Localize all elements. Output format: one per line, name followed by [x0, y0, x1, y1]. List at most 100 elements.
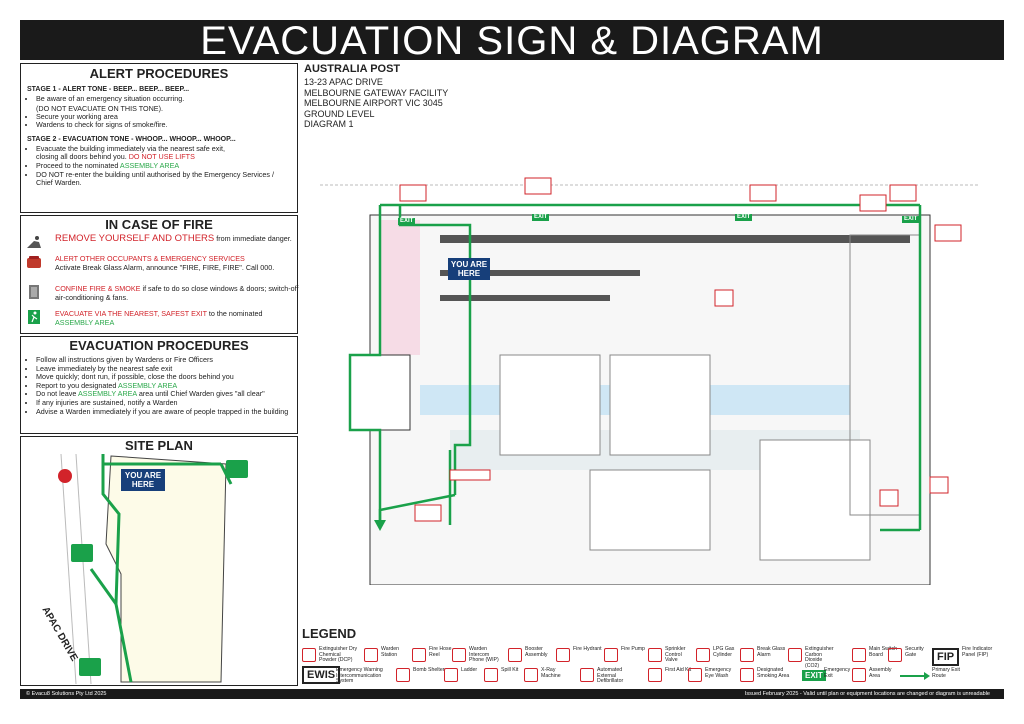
assembly-area-text: ASSEMBLY AREA [117, 380, 178, 390]
issue-note: Issued February 2025 - Valid until plan … [744, 691, 990, 697]
legend-item-icon [412, 648, 426, 662]
list-item: Proceed to the nominated ASSEMBLY AREA [36, 160, 291, 171]
legend-item-label: Emergency Exit [824, 667, 851, 679]
legend-item-label: Automated External Defibrillator [597, 667, 624, 685]
address-line: GROUND LEVEL [304, 108, 375, 119]
legend-item-label: Spill Kit [501, 667, 519, 673]
legend-item-label: Assembly Area [869, 667, 892, 679]
evacuate-text: to the nominated [208, 309, 263, 318]
alert-label: ALERT OTHER OCCUPANTS & EMERGENCY SERVIC… [55, 254, 245, 263]
confine-text: if safe to do so close windows & doors; … [55, 284, 299, 302]
legend-item-label: Bomb Shelter [413, 667, 445, 673]
legend-item-label: Extinguisher Carbon Dioxide (CO2) [805, 646, 834, 669]
ewis-icon: EWIS [302, 666, 341, 684]
in-case-of-fire-panel: IN CASE OF FIRE REMOVE YOURSELF AND OTHE… [20, 215, 299, 334]
legend-item-icon [508, 648, 522, 662]
person-icon [27, 236, 41, 248]
evac-heading: EVACUATION PROCEDURES [69, 338, 249, 353]
legend-item-icon [452, 648, 466, 662]
list-item: Do not leave ASSEMBLY AREA area until Ch… [36, 390, 291, 399]
stage1-label: STAGE 1 - ALERT TONE - BEEP... BEEP... B… [27, 86, 190, 93]
floor-plan [320, 175, 980, 585]
list-item: Wardens to check for signs of smoke/fire… [36, 121, 291, 130]
exit-sign: EXIT [735, 214, 753, 221]
alert-text: Activate Break Glass Alarm, announce "FI… [55, 262, 275, 272]
fip-icon: FIP [932, 648, 960, 666]
emergency-exit-legend-icon: EXIT [802, 670, 826, 681]
legend-item-icon [648, 648, 662, 662]
site-plan-map [21, 454, 297, 684]
stage1-list: Be aware of an emergency situation occur… [27, 94, 291, 130]
legend-item-label: Fire Indicator Panel (FIP) [962, 646, 993, 658]
list-text: area until Chief Warden gives "all clear… [138, 389, 265, 399]
list-item: Advise a Warden immediately if you are a… [36, 407, 291, 417]
exit-running-man-icon [28, 310, 40, 324]
site-plan-panel: SITE PLAN YOU ARE HERE APAC DRIVE [20, 436, 298, 686]
list-item: Report to you designated ASSEMBLY AREA [36, 380, 291, 391]
legend-item-label: Security Gate [905, 646, 924, 658]
list-item: Be aware of an emergency situation occur… [36, 94, 291, 104]
alert-heading: ALERT PROCEDURES [89, 66, 229, 81]
legend-item-icon [852, 648, 866, 662]
address-line: MELBOURNE GATEWAY FACILITY [304, 87, 449, 98]
legend-item-label: Sprinkler Control Valve [665, 646, 686, 664]
legend-item-label: Break Glass Alarm [757, 646, 786, 658]
legend-heading: LEGEND [302, 626, 357, 641]
list-text: Evacuate the building immediately via th… [36, 143, 225, 153]
legend-item-icon [524, 668, 538, 682]
legend-item-label: Primary Exit Route [932, 667, 960, 679]
list-item: Follow all instructions given by Wardens… [36, 355, 291, 365]
legend-item-label: Booster Assembly [525, 646, 548, 658]
legend-item-label: Fire Pump [621, 646, 645, 652]
address-line: DIAGRAM 1 [304, 119, 354, 129]
legend-item-icon [740, 648, 754, 662]
legend-item-icon [852, 668, 866, 682]
legend-item-icon [484, 668, 498, 682]
remove-label: REMOVE YOURSELF AND OTHERS [55, 233, 215, 244]
legend-item-label: Fire Hose Reel [429, 646, 452, 658]
address-line: 13-23 APAC DRIVE [304, 77, 383, 87]
legend-item-icon [696, 648, 710, 662]
exit-sign: EXIT [398, 218, 416, 225]
list-text: Proceed to the nominated [36, 160, 119, 170]
list-item: If any injuries are sustained, notify a … [36, 398, 291, 408]
evacuation-procedures-panel: EVACUATION PROCEDURES Follow all instruc… [20, 336, 298, 434]
assembly-area-text: ASSEMBLY AREA [119, 160, 180, 170]
assembly-area-text: ASSEMBLY AREA [55, 317, 115, 327]
stage2-list: Evacuate the building immediately via th… [27, 143, 291, 188]
legend-item-icon [688, 668, 702, 682]
legend-item-icon [302, 648, 316, 662]
legend-item-icon [580, 668, 594, 682]
list-item: Leave immediately by the nearest safe ex… [36, 364, 291, 374]
evac-list: Follow all instructions given by Wardens… [27, 355, 291, 417]
phone-icon [27, 256, 41, 268]
you-are-here-badge: YOU ARE HERE [448, 258, 490, 280]
legend-item-label: Warden Station [381, 646, 399, 658]
legend-item-icon [888, 648, 902, 662]
site-name-heading: AUSTRALIA POST [304, 63, 401, 75]
lifts-warning: DO NOT USE LIFTS [128, 152, 195, 162]
legend-item-label: Designated Smoking Area [757, 667, 790, 679]
site-heading: SITE PLAN [125, 438, 193, 453]
legend-item-label: Emergency Eye Wash [705, 667, 732, 679]
copyright: © Evacu8 Solutions Pty Ltd 2025 [26, 691, 107, 697]
legend-item-icon [364, 648, 378, 662]
list-item: Secure your working area [36, 112, 291, 122]
legend-item-icon [740, 668, 754, 682]
legend-item-icon [396, 668, 410, 682]
list-item: Move quickly; dont run, if possible, clo… [36, 373, 291, 382]
legend-item-label: First Aid Kit [665, 667, 692, 673]
legend-item-icon [556, 648, 570, 662]
legend-item-label: Extinguisher Dry Chemical Powder (DCP) [319, 646, 358, 664]
page-title: EVACUATION SIGN & DIAGRAM [20, 20, 1004, 62]
list-text: Do not leave [36, 389, 77, 399]
stage2-label: STAGE 2 - EVACUATION TONE - WHOOP... WHO… [27, 135, 236, 143]
legend-item-label: LPG Gas Cylinder [713, 646, 735, 658]
footer: © Evacu8 Solutions Pty Ltd 2025 Issued F… [20, 689, 1004, 699]
list-item: DO NOT re-enter the building until autho… [36, 170, 291, 188]
primary-exit-route-arrow-icon [900, 672, 930, 680]
legend-item-icon [604, 648, 618, 662]
exit-sign: EXIT [902, 216, 920, 223]
legend-item-icon [648, 668, 662, 682]
legend-item-icon [444, 668, 458, 682]
